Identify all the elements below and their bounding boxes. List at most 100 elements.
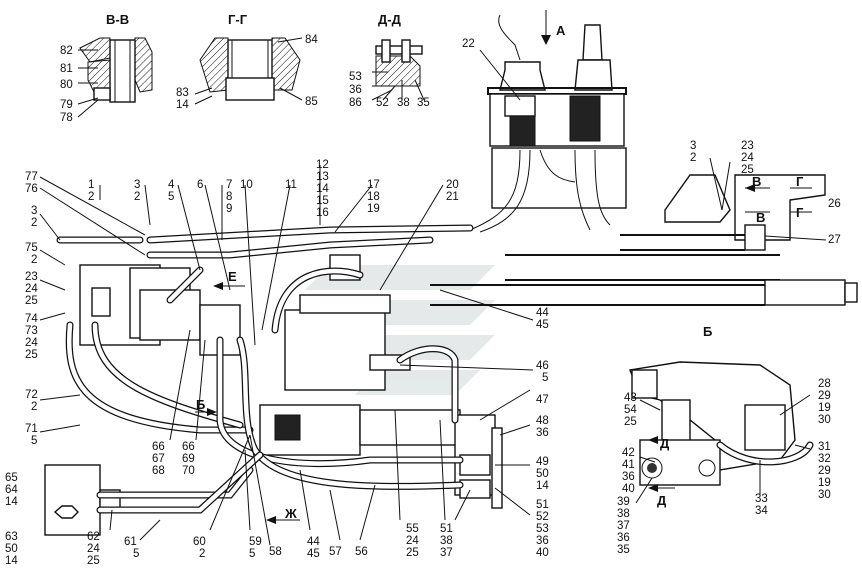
- callout-29b: 29: [818, 465, 831, 477]
- callout-t3: 3: [134, 179, 140, 191]
- callout-29a: 29: [818, 390, 831, 402]
- callout-46: 46: [536, 360, 549, 372]
- callout-61: 61: [124, 536, 137, 548]
- callout-l24b: 24: [25, 337, 38, 349]
- callout-t15: 15: [316, 195, 329, 207]
- callout-rm52: 52: [536, 511, 549, 523]
- callout-t17: 17: [367, 179, 380, 191]
- callout-62: 62: [87, 531, 100, 543]
- callout-ib40: 40: [622, 483, 635, 495]
- callout-74: 74: [25, 313, 38, 325]
- callout-l2a: 2: [31, 217, 37, 229]
- arrow-d2: Д: [657, 493, 667, 508]
- callout-rm44: 44: [536, 307, 549, 319]
- callout-22: 22: [462, 38, 475, 50]
- callout-30a: 30: [818, 414, 831, 426]
- callout-rm51: 51: [536, 499, 549, 511]
- section-vv-title: В-В: [106, 12, 129, 27]
- callout-60: 60: [193, 536, 206, 548]
- callout-65: 65: [5, 472, 18, 484]
- callout-32: 32: [818, 453, 831, 465]
- callout-57: 57: [329, 546, 342, 558]
- arrow-zh: Ж: [284, 506, 297, 521]
- callout-55: 55: [406, 523, 419, 535]
- callout-t10: 10: [240, 179, 253, 191]
- callout-r2: 2: [690, 152, 696, 164]
- pump-unit: [44, 254, 503, 536]
- arrow-b: Б: [196, 397, 205, 412]
- callout-t9: 9: [226, 203, 232, 215]
- callout-59: 59: [249, 536, 262, 548]
- hose-lines: [56, 224, 474, 514]
- arrow-v1: В: [752, 174, 761, 189]
- valve-block-right: В Г В Г 3 2 23 24 25 26 27: [430, 140, 858, 306]
- callout-rm50: 50: [536, 468, 549, 480]
- callout-67: 67: [152, 453, 165, 465]
- callout-l23: 23: [25, 271, 38, 283]
- callout-bm25: 25: [406, 547, 419, 559]
- callout-19a: 19: [818, 402, 831, 414]
- callout-t1: 1: [88, 179, 94, 191]
- callout-77: 77: [25, 171, 38, 183]
- callout-t11: 11: [285, 179, 297, 191]
- callout-35: 35: [417, 97, 430, 109]
- callout-42: 42: [622, 447, 635, 459]
- callout-66a: 66: [152, 441, 165, 453]
- callout-bl14b: 14: [5, 555, 18, 567]
- callout-r24: 24: [741, 152, 754, 164]
- callout-l24: 24: [25, 283, 38, 295]
- callout-ib25: 25: [624, 416, 637, 428]
- callout-49: 49: [536, 456, 549, 468]
- callout-58: 58: [269, 546, 282, 558]
- callout-rm5: 5: [542, 372, 548, 384]
- callout-19b: 19: [818, 477, 831, 489]
- callout-bl14: 14: [5, 496, 18, 508]
- callout-bl5: 5: [133, 548, 139, 560]
- callouts-bottom-left: 65 64 14 63 50 14 62 24 25 61 5 60 2 59 …: [5, 472, 282, 567]
- callout-ib36b: 36: [617, 532, 630, 544]
- callout-t4: 4: [168, 179, 175, 191]
- callout-14: 14: [176, 99, 189, 111]
- callout-t14: 14: [316, 183, 329, 195]
- section-gg-title: Г-Г: [228, 12, 248, 27]
- callout-bl50: 50: [5, 543, 18, 555]
- view-arrows: Е Б Ж: [195, 269, 300, 524]
- callout-ib38: 38: [617, 508, 630, 520]
- callout-85: 85: [305, 96, 318, 108]
- callout-t2: 2: [88, 191, 94, 203]
- callout-27: 27: [828, 234, 841, 246]
- callout-48: 48: [536, 415, 549, 427]
- callout-78: 78: [60, 112, 73, 124]
- callout-43: 43: [624, 392, 637, 404]
- arrow-g1: Г: [796, 174, 804, 189]
- arrow-e: Е: [228, 269, 237, 284]
- callout-t16: 16: [316, 207, 329, 219]
- callout-71: 71: [25, 423, 38, 435]
- callout-26: 26: [828, 198, 841, 210]
- view-arrow-a: А: [556, 23, 566, 38]
- callout-rm14: 14: [536, 480, 549, 492]
- callout-r3: 3: [690, 140, 696, 152]
- callout-79: 79: [60, 99, 73, 111]
- callout-t6: 6: [197, 179, 203, 191]
- callout-ib35: 35: [617, 544, 630, 556]
- callout-ib36: 36: [622, 471, 635, 483]
- callout-l5: 5: [31, 435, 37, 447]
- callout-75: 75: [25, 242, 38, 254]
- callout-83: 83: [176, 87, 189, 99]
- callout-86: 86: [349, 97, 362, 109]
- arrow-g2: Г: [796, 205, 804, 220]
- callout-82: 82: [60, 45, 73, 57]
- callout-t20: 20: [446, 179, 459, 191]
- callout-rm40: 40: [536, 547, 549, 559]
- callout-l2b: 2: [31, 254, 37, 266]
- callout-rm36: 36: [536, 427, 549, 439]
- callout-53: 53: [349, 71, 362, 83]
- section-dd: Д-Д 53 36 86 52 38 35: [349, 12, 430, 109]
- callout-76: 76: [25, 183, 38, 195]
- callout-41: 41: [622, 459, 635, 471]
- callout-63: 63: [5, 531, 18, 543]
- callout-81: 81: [60, 63, 73, 75]
